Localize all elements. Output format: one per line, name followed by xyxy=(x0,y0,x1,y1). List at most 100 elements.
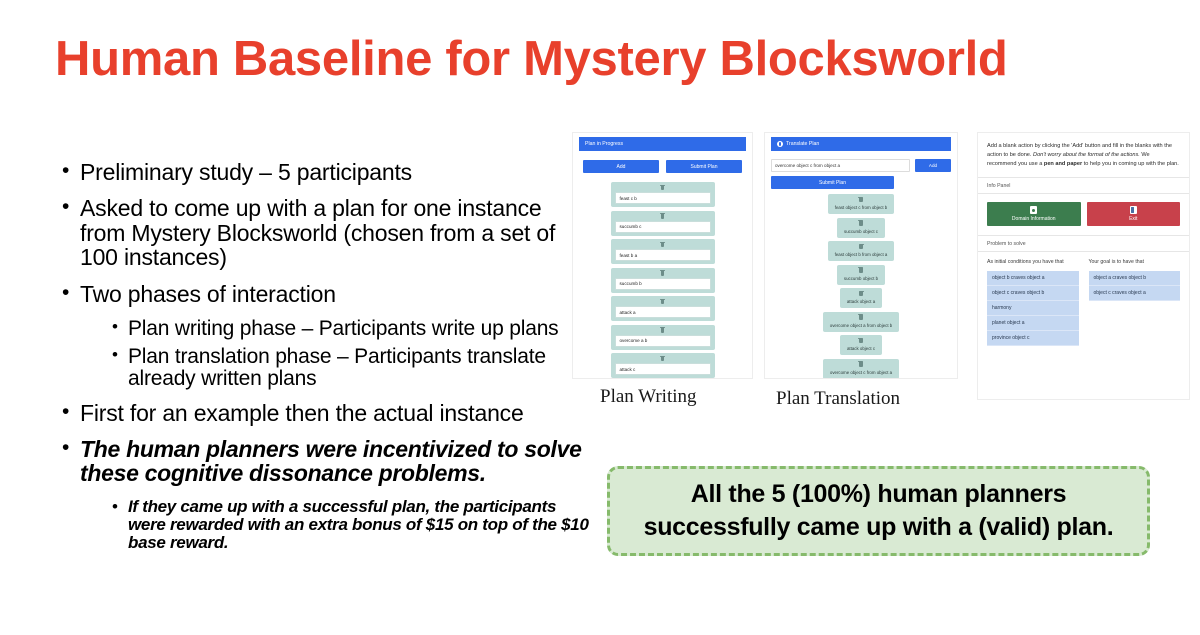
action-input[interactable]: succumb c xyxy=(614,220,711,233)
action-card[interactable]: succumb object b xyxy=(836,264,886,285)
goal-list: object a craves object b object c craves… xyxy=(1088,270,1180,301)
action-card[interactable]: attack c xyxy=(610,353,715,378)
goal-column: Your goal is to have that object a crave… xyxy=(1088,259,1180,346)
action-card[interactable]: overcome object c from object a xyxy=(822,358,900,378)
action-label: feast object b from object a xyxy=(834,252,888,257)
action-input[interactable]: overcome a b xyxy=(614,334,711,347)
action-input[interactable]: succumb b xyxy=(614,277,711,290)
plan-writing-action-list: feast c b succumb c feast b a succumb b … xyxy=(573,177,752,378)
trash-icon[interactable] xyxy=(660,213,665,219)
action-label: overcome object c from object a xyxy=(829,369,893,375)
info-panel-screenshot: Add a blank action by clicking the 'Add'… xyxy=(978,133,1189,399)
plan-writing-toolbar: Add Submit Plan xyxy=(573,153,752,177)
info-panel-buttons: Domain Information Exit xyxy=(978,194,1189,235)
submit-translated-plan-button[interactable]: Submit Plan xyxy=(771,176,895,189)
trash-icon[interactable] xyxy=(858,290,864,297)
translate-input-row: overcome object c from object a Add xyxy=(765,153,957,174)
instructions-bold: pen and paper xyxy=(1043,161,1083,168)
plan-writing-screenshot: Plan in Progress Add Submit Plan feast c… xyxy=(573,133,752,378)
action-label: succumb object b xyxy=(843,275,879,281)
list-item: • The human planners were incentivized t… xyxy=(62,436,592,487)
plan-writing-header-wrap: Plan in Progress xyxy=(573,133,752,153)
action-card[interactable]: feast b a xyxy=(610,239,715,264)
trash-icon[interactable] xyxy=(858,220,864,226)
trash-icon[interactable] xyxy=(660,270,665,276)
info-panel-section-label: Info Panel xyxy=(978,177,1189,195)
trash-icon[interactable] xyxy=(660,241,665,248)
problem-body: As initial conditions you have that obje… xyxy=(978,252,1189,356)
bullet-dot-icon: • xyxy=(62,280,70,304)
submit-plan-button[interactable]: Submit Plan xyxy=(666,160,742,173)
action-card[interactable]: feast object b from object a xyxy=(827,241,895,261)
action-card[interactable]: feast c b xyxy=(610,182,715,207)
domain-information-label: Domain Information xyxy=(1011,216,1056,223)
add-translation-button[interactable]: Add xyxy=(915,159,951,172)
action-card[interactable]: attack object a xyxy=(839,288,883,308)
translate-plan-header: Translate Plan xyxy=(771,137,951,151)
instructions-part3: to help you in coming up with the plan. xyxy=(1082,161,1179,168)
problem-to-solve-label: Problem to solve xyxy=(978,235,1189,253)
domain-information-button[interactable]: Domain Information xyxy=(987,202,1081,227)
trash-icon[interactable] xyxy=(858,314,864,320)
translate-header-wrap: Translate Plan xyxy=(765,133,957,153)
bullet-text: Plan translation phase – Participants tr… xyxy=(128,345,546,391)
list-item: • First for an example then the actual i… xyxy=(62,399,592,426)
plan-translation-caption: Plan Translation xyxy=(776,388,901,409)
exit-door-icon xyxy=(1129,206,1137,215)
action-input[interactable]: attack a xyxy=(614,306,711,318)
bullet-text: Plan writing phase – Participants write … xyxy=(128,316,559,340)
action-label: attack object c xyxy=(846,346,876,351)
instructions-part2: We recommend you use a xyxy=(987,152,1150,168)
list-item: object a craves object b xyxy=(1088,270,1180,286)
action-card[interactable]: succumb b xyxy=(610,267,715,293)
trash-icon[interactable] xyxy=(858,267,864,273)
action-card[interactable]: attack a xyxy=(610,296,715,321)
initial-conditions-title: As initial conditions you have that xyxy=(987,259,1064,266)
trash-icon[interactable] xyxy=(660,298,665,305)
bullet-dot-icon: • xyxy=(112,316,118,336)
action-input[interactable]: attack c xyxy=(614,363,711,375)
list-item: planet object a xyxy=(987,315,1079,331)
action-input[interactable]: feast b a xyxy=(614,249,711,261)
page-title: Human Baseline for Mystery Blocksworld xyxy=(55,32,1008,86)
trash-icon[interactable] xyxy=(660,355,665,362)
bullet-text-emphasis: The human planners were incentivized to … xyxy=(80,436,582,487)
callout-line-1: All the 5 (100%) human planners xyxy=(690,480,1067,508)
action-card[interactable]: feast object c from object b xyxy=(827,194,895,214)
bullet-text: Asked to come up with a plan for one ins… xyxy=(80,195,556,271)
action-card[interactable]: succumb c xyxy=(610,210,715,236)
list-item: • Plan translation phase – Participants … xyxy=(62,346,592,391)
trash-icon[interactable] xyxy=(858,361,864,367)
instructions-text: Add a blank action by clicking the 'Add'… xyxy=(978,133,1189,177)
trash-icon[interactable] xyxy=(858,337,864,344)
action-label: overcome object a from object b xyxy=(829,322,893,328)
bullet-dot-icon: • xyxy=(112,345,118,365)
info-circle-icon xyxy=(777,141,783,147)
trash-icon[interactable] xyxy=(858,196,864,203)
trash-icon[interactable] xyxy=(858,243,864,250)
add-action-button[interactable]: Add xyxy=(583,160,659,173)
bullet-text: Preliminary study – 5 participants xyxy=(80,159,412,185)
translation-input[interactable]: overcome object c from object a xyxy=(771,159,910,172)
bullet-text: First for an example then the actual ins… xyxy=(80,399,524,426)
initial-conditions-list: object b craves object a object c craves… xyxy=(987,270,1079,346)
bullet-dot-icon: • xyxy=(112,496,118,516)
action-card[interactable]: attack object c xyxy=(839,335,883,355)
trash-icon[interactable] xyxy=(660,184,665,191)
list-item: • Asked to come up with a plan for one i… xyxy=(62,195,592,271)
action-input[interactable]: feast c b xyxy=(614,192,711,204)
list-item: object c craves object a xyxy=(1088,285,1180,301)
action-label: feast object c from object b xyxy=(834,205,888,210)
action-card[interactable]: overcome object a from object b xyxy=(822,311,900,332)
bullet-dot-icon: • xyxy=(62,195,70,219)
callout-line-2: successfully came up with a (valid) plan… xyxy=(643,513,1114,541)
plan-translation-action-list: feast object c from object b succumb obj… xyxy=(765,189,957,378)
exit-button[interactable]: Exit xyxy=(1086,202,1180,227)
bullet-dot-icon: • xyxy=(62,399,70,423)
action-card[interactable]: succumb object c xyxy=(837,217,885,238)
bullet-list: • Preliminary study – 5 participants • A… xyxy=(62,159,592,556)
action-card[interactable]: overcome a b xyxy=(610,324,715,350)
trash-icon[interactable] xyxy=(660,327,665,333)
result-callout: All the 5 (100%) human planners successf… xyxy=(607,466,1150,556)
bullet-text-emphasis: If they came up with a successful plan, … xyxy=(128,496,589,552)
